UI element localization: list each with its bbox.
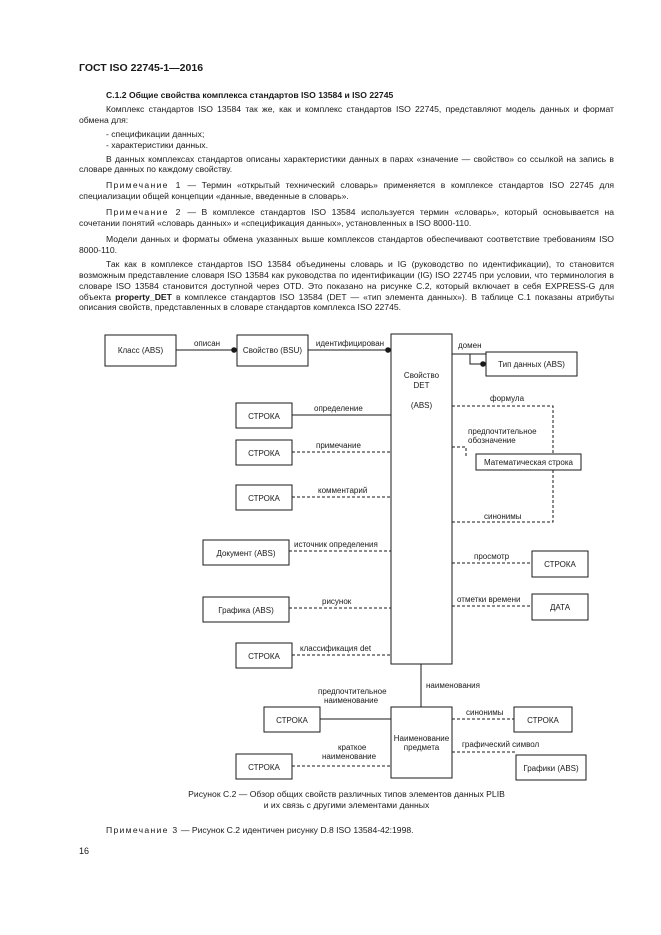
item-name-box [390, 706, 453, 779]
string-box-label: СТРОКА [248, 412, 280, 421]
paragraph: Так как в комплексе стандартов ISO 13584… [79, 259, 614, 314]
date-box-label: ДАТА [550, 603, 571, 612]
label-classification: классификация det [300, 644, 372, 653]
paragraph: В данных комплексах стандартов описаны х… [79, 153, 614, 175]
string-box-label: СТРОКА [276, 716, 308, 725]
class-box-label: Класс (ABS) [118, 346, 164, 355]
item-name-label-1: Наименование [394, 734, 450, 743]
label-pref-1: предпочтительное [468, 427, 537, 436]
note-label: Примечание 1 [106, 180, 182, 191]
label-note: примечание [316, 441, 361, 450]
label-synonyms-2: синонимы [466, 708, 504, 717]
label-definition: определение [314, 404, 363, 413]
note-label: Примечание 3 [106, 825, 179, 835]
label-comment: комментарий [318, 486, 367, 495]
math-string-box [475, 453, 582, 471]
list-item: - характеристики данных. [106, 139, 208, 150]
label-view: просмотр [474, 552, 510, 561]
page-header: ГОСТ ISO 22745-1—2016 [79, 62, 204, 74]
note-text: — В комплексе стандартов ISO 13584 испол… [79, 207, 614, 229]
string-box-synonyms [513, 706, 573, 733]
paragraph-part: в комплексе стандартов ISO 13584 (DET — … [79, 291, 614, 313]
label-short-2: наименование [322, 752, 377, 761]
string-box-view [531, 550, 589, 578]
string-box-classification [235, 642, 293, 669]
paragraph: Модели данных и форматы обмена указанных… [79, 233, 614, 255]
label-prefname-1: предпочтительное [318, 687, 387, 696]
det-label-2: DET [414, 381, 430, 390]
label-names: наименования [426, 681, 480, 690]
entity-name: property_DET [115, 291, 172, 302]
graphics-box [202, 596, 290, 623]
string-box-label: СТРОКА [248, 763, 280, 772]
figure-c2-diagram: Класс (ABS) Свойство (BSU) описан иденти… [104, 333, 589, 781]
label-graph-symbol: графический символ [462, 740, 540, 749]
string-box-label: СТРОКА [248, 494, 280, 503]
property-box [236, 334, 309, 367]
caption-line: Рисунок С.2 — Обзор общих свойств различ… [188, 789, 505, 799]
string-box-prefname [263, 706, 321, 733]
datatype-box-label: Тип данных (ABS) [498, 360, 565, 369]
note-2: Примечание 2 — В комплексе стандартов IS… [79, 207, 614, 229]
label-describes: описан [194, 339, 220, 348]
label-domain: домен [458, 341, 481, 350]
label-formula: формула [490, 394, 525, 403]
string-box-definition [235, 402, 293, 429]
graphics-box-label: Графика (ABS) [218, 606, 274, 615]
document-box-label: Документ (ABS) [216, 549, 275, 558]
note-label: Примечание 2 [106, 207, 182, 218]
det-box [390, 333, 453, 665]
list-item: - спецификации данных; [106, 128, 205, 139]
page-number: 16 [79, 846, 90, 856]
string-box-note [235, 439, 293, 466]
body-text: С.1.2 Общие свойства комплекса стандарто… [79, 90, 614, 316]
note-text: — Рисунок С.2 идентичен рисунку D.8 ISO … [178, 825, 414, 835]
label-pref-2: обозначение [468, 436, 516, 445]
label-prefname-2: наименование [324, 696, 379, 705]
string-box-label: СТРОКА [527, 716, 559, 725]
label-synonyms: синонимы [484, 512, 522, 521]
item-name-label-2: предмета [404, 743, 440, 752]
label-identified: идентифицирован [316, 339, 384, 348]
label-figure: рисунок [322, 597, 352, 606]
paragraph: Комплекс стандартов ISO 13584 так же, ка… [79, 103, 614, 125]
document-box [202, 539, 290, 566]
note-1: Примечание 1 — Термин «открытый техничес… [79, 180, 614, 202]
string-box-label: СТРОКА [248, 652, 280, 661]
class-box [104, 334, 177, 367]
datatype-box [485, 351, 578, 377]
figure-caption: Рисунок С.2 — Обзор общих свойств различ… [79, 789, 614, 811]
graphics-box-2 [515, 754, 587, 781]
paragraph-part: Так как в комплексе стандартов ISO 13584… [79, 258, 614, 302]
caption-line: и их связь с другими элементами данных [263, 800, 430, 810]
math-string-label: Математическая строка [484, 458, 573, 467]
det-label-3: (ABS) [411, 401, 433, 410]
label-source: источник определения [294, 540, 378, 549]
note-text: — Термин «открытый технический словарь» … [79, 180, 615, 202]
graphics-box-2-label: Графики (ABS) [523, 764, 579, 773]
det-label-1: Свойство [404, 371, 440, 380]
property-box-label: Свойство (BSU) [243, 346, 302, 355]
label-time: отметки времени [457, 595, 520, 604]
date-box [531, 593, 589, 621]
section-heading: С.1.2 Общие свойства комплекса стандарто… [79, 90, 614, 101]
string-box-label: СТРОКА [248, 449, 280, 458]
note-3: Примечание 3 — Рисунок С.2 идентичен рис… [106, 825, 414, 835]
string-box-label: СТРОКА [544, 560, 576, 569]
label-short-1: краткое [338, 743, 367, 752]
section-title: Общие свойства комплекса стандартов ISO … [128, 90, 394, 100]
section-number: С.1.2 [106, 90, 127, 100]
